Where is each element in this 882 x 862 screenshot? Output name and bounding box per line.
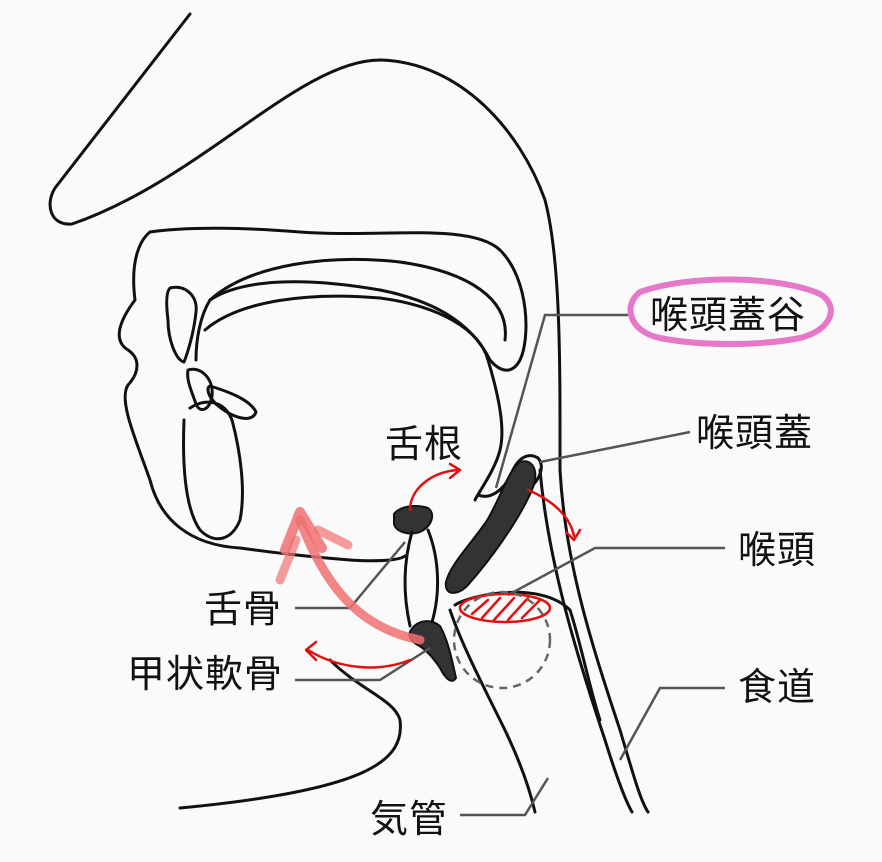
neck-back-inner [538,468,634,814]
tongue-root-arrow [408,468,460,512]
leader-thyroid [295,646,431,682]
nasal-outline [117,230,352,562]
label-trachea: 気管 [370,797,449,841]
chin-outline [348,554,407,563]
leader-epiglottis [539,430,691,464]
larynx-highlight [458,592,552,624]
larynx-dashed-circle [452,590,552,690]
thyrohyoid-link-2 [426,528,440,624]
lower-jaw-outline [182,400,244,541]
label-epiglottis: 喉頭蓋 [696,411,814,455]
thyroid-arrow [306,648,412,669]
label-tongue-root: 舌根 [385,422,464,466]
big-movement-arrow [295,515,425,645]
palate-outline [208,257,507,342]
leader-trachea [460,777,550,817]
upper-lip-outline [148,226,528,372]
vallecula-highlight [627,276,834,347]
larynx-inner-left [448,608,537,814]
thyrohyoid-link [403,530,414,628]
thyroid-arrow-head [304,640,318,662]
epiglottis-arrow-head [564,528,582,542]
epiglottis-arrow [526,488,576,538]
lower-tooth [186,367,214,412]
tongue-outline [203,294,504,502]
incisor [206,384,258,420]
label-esophagus: 食道 [738,665,817,709]
leader-vallecula [494,313,628,489]
thyroid-cartilage-shape [408,620,458,682]
label-hyoid: 舌骨 [204,587,283,631]
forehead-outline [48,12,562,472]
label-larynx: 喉頭 [738,528,817,572]
larynx-hatch [470,596,542,622]
upper-tooth [165,285,198,364]
leader-larynx [507,546,725,597]
leader-esophagus [618,686,725,761]
big-arrow-head [280,507,327,555]
neck-front-outline [178,658,402,810]
label-vallecula: 喉頭蓋谷 [650,293,807,337]
pink-stroke-1 [275,535,301,585]
epiglottis-outline [476,454,543,498]
tongue-root-arrow-head [448,462,462,480]
pink-stroke-2 [313,525,353,550]
label-thyroid-cartilage: 甲状軟骨 [127,652,284,696]
epiglottis-cartilage [444,460,537,594]
hyoid-bone [393,505,434,535]
